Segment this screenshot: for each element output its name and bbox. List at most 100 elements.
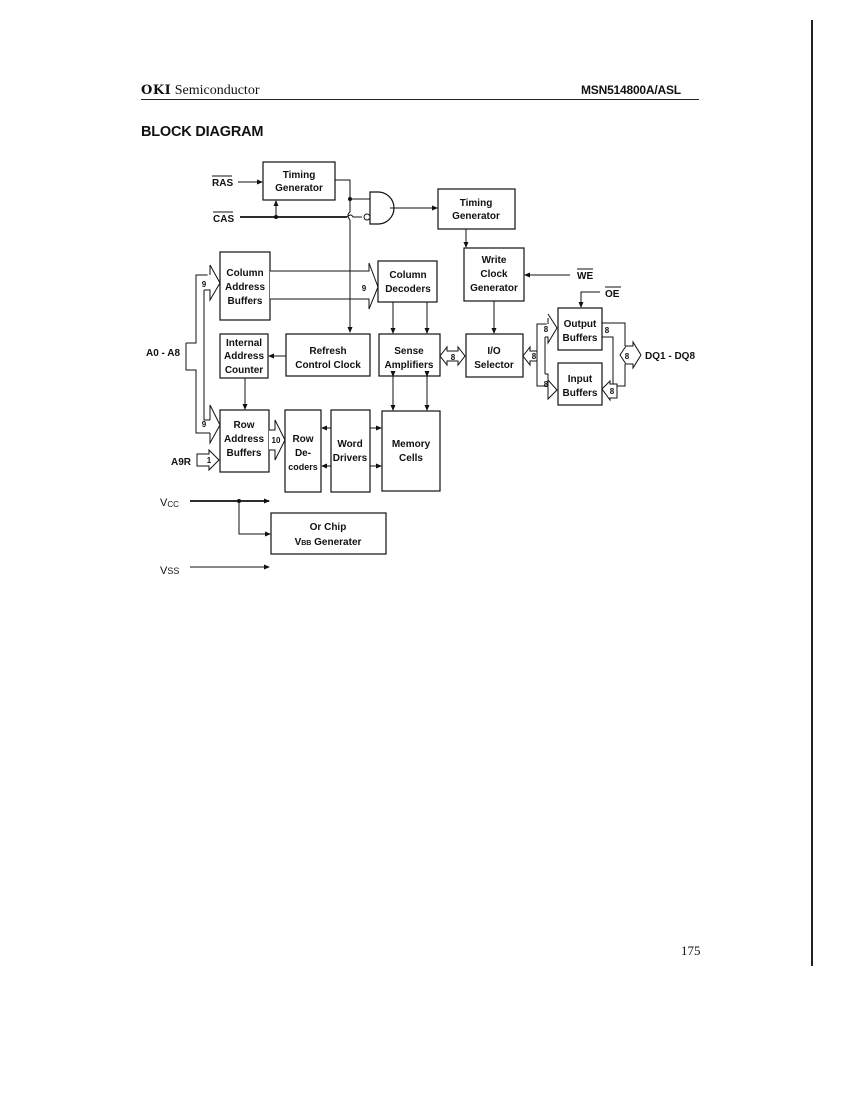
addr-label: A0 - A8 [146,348,181,359]
refresh-control-wire [347,199,353,333]
output-buffers: Output Buffers [557,307,603,351]
svg-text:Selector: Selector [474,360,514,371]
inverter-bubble [363,213,371,221]
svg-text:Control Clock: Control Clock [295,360,361,371]
svg-text:8: 8 [625,352,630,361]
oe-label: OE [605,289,620,300]
svg-text:Word: Word [337,439,362,450]
svg-text:Output: Output [564,319,597,330]
svg-text:Address: Address [224,434,264,445]
svg-text:coders: coders [288,462,318,472]
header-rule [141,99,699,100]
svg-text:Buffers: Buffers [226,448,261,459]
svg-text:Buffers: Buffers [227,296,262,307]
svg-text:Or Chip: Or Chip [310,522,347,533]
header-brand: OKI Semiconductor [141,82,259,99]
svg-text:8: 8 [605,326,610,335]
timing-gen-1-line1: Timing [283,170,316,181]
svg-text:I/O: I/O [487,346,501,357]
svg-text:De-: De- [295,448,311,459]
svg-text:8: 8 [544,325,549,334]
signal-vss: VSS [160,565,179,577]
timing-gen-1-output [335,179,351,199]
sense-io-bus [439,345,466,367]
vbb-generator: Or Chip VBB Generater [270,512,387,555]
write-clock-generator: Write Clock Generator [463,247,525,302]
svg-text:8: 8 [544,380,549,389]
column-decoders: Column Decoders [377,260,438,303]
row-addr-in-width: 9 [202,420,207,429]
section-title: BLOCK DIAGRAM [141,124,264,140]
svg-text:Drivers: Drivers [333,453,368,464]
svg-text:Input: Input [568,374,593,385]
write-clock-line1: Write [482,255,507,266]
svg-text:VBB Generater: VBB Generater [295,537,362,548]
col-addr-in-bus [204,264,221,302]
internal-address-counter: Internal Address Counter [219,333,269,379]
svg-text:Buffers: Buffers [562,333,597,344]
timing-gen-2-line2: Generator [452,211,500,222]
svg-text:Cells: Cells [399,453,423,464]
refresh-control-clock: Refresh Control Clock [285,333,371,377]
timing-generator-2: Timing Generator [437,188,516,230]
a9r-bus [196,448,220,472]
svg-text:Refresh: Refresh [309,346,346,357]
svg-text:8: 8 [610,387,615,396]
svg-text:Address: Address [225,282,265,293]
column-address-buffers: Column Address Buffers [219,251,271,321]
dq-label: DQ1 - DQ8 [645,351,695,362]
signal-oe: OE [605,286,621,300]
part-number: MSN514800A/ASL [581,83,681,97]
in-buf-out-bus [545,373,558,401]
svg-text:Memory: Memory [392,439,431,450]
io-buffer-bus [522,345,538,367]
out-buf-in-bus [545,313,558,345]
timing-gen-2-line1: Timing [460,198,493,209]
write-clock-line3: Generator [470,283,518,294]
timing-gen-1-line2: Generator [275,183,323,194]
timing-generator-1: Timing Generator [262,161,336,201]
io-selector: I/O Selector [465,333,524,378]
row-addr-in-bus [209,404,221,445]
dq-to-in-buf-bus [601,379,618,402]
signal-vcc: VCC [160,497,179,509]
signal-cas: CAS [213,211,234,225]
row-decoders: Row De- coders [284,409,322,493]
brand-subtitle: Semiconductor [171,83,260,98]
and-gate [363,191,395,225]
svg-text:8: 8 [532,352,537,361]
signal-we: WE [577,268,593,282]
dq-bus [619,340,642,370]
ras-label: RAS [212,178,233,189]
svg-text:Column: Column [226,268,263,279]
col-addr-in-width: 9 [202,280,207,289]
memory-cells: Memory Cells [381,410,441,492]
col-addr-out-width: 9 [362,284,367,293]
oki-logo: OKI [141,83,172,98]
svg-text:Amplifiers: Amplifiers [385,360,434,371]
cas-crossover [346,214,362,218]
svg-text:8: 8 [451,353,456,362]
write-clock-line2: Clock [480,269,508,280]
we-label: WE [577,271,593,282]
svg-text:Address: Address [224,351,264,362]
svg-text:Column: Column [389,270,426,281]
svg-text:Sense: Sense [394,346,424,357]
svg-text:1: 1 [207,456,212,465]
svg-text:Internal: Internal [226,338,262,349]
addr-bus-outer [185,343,210,434]
oe-wire [578,291,600,308]
svg-text:VCC: VCC [160,497,179,509]
svg-text:Row: Row [292,434,313,445]
row-address-buffers: Row Address Buffers [219,409,270,473]
svg-text:Counter: Counter [225,365,263,376]
svg-text:Buffers: Buffers [562,388,597,399]
svg-text:Row: Row [233,420,254,431]
sense-amplifiers: Sense Amplifiers [378,333,441,377]
svg-text:VSS: VSS [160,565,179,577]
page-number: 175 [681,943,701,958]
addr-bus-inner [203,290,210,421]
signal-ras: RAS [212,175,233,189]
word-drivers: Word Drivers [330,409,371,493]
